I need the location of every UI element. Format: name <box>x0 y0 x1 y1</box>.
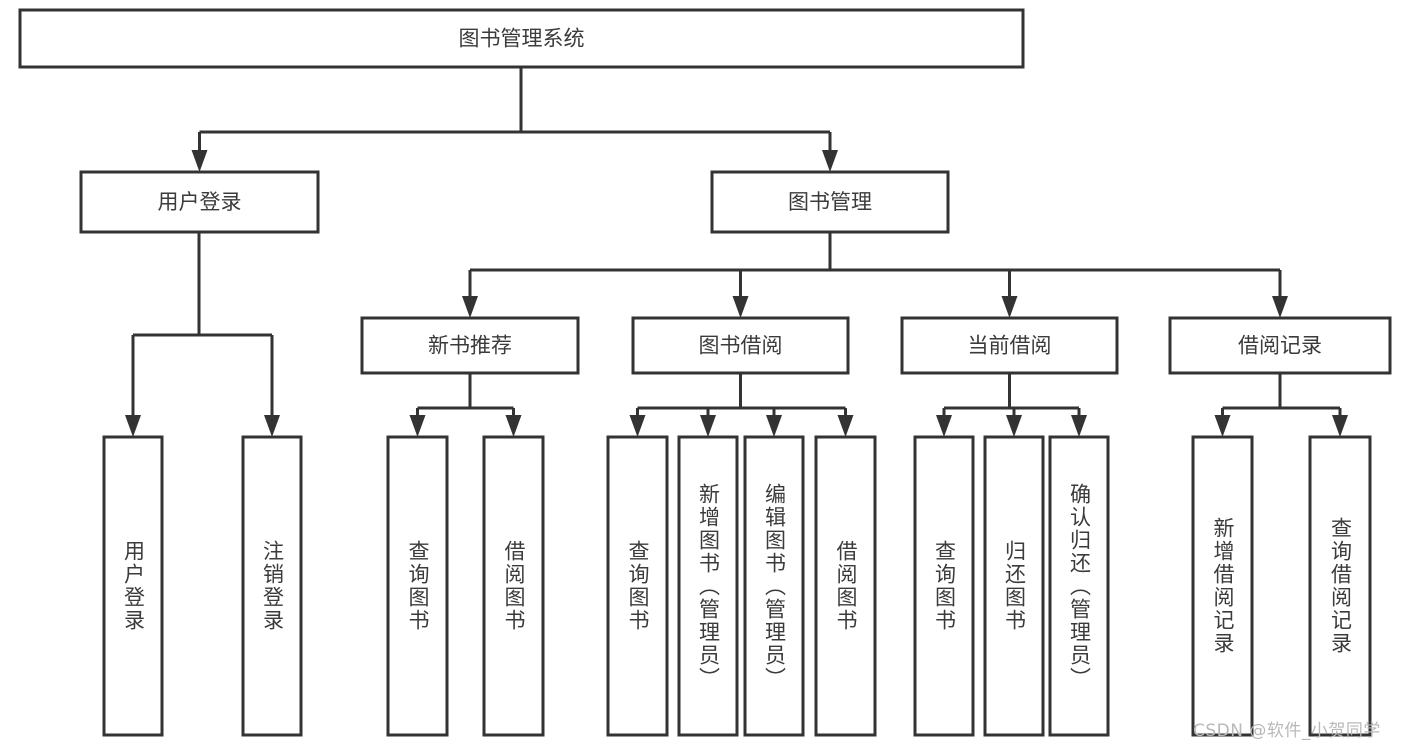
level2-label-当前借阅-2: 当前借阅 <box>968 334 1052 358</box>
arrow-down-icon-level2-1 <box>732 296 749 318</box>
leaf-box-新增图书管理员-5[interactable] <box>677 435 739 737</box>
arrow-down-icon-leaf-3 <box>505 415 522 437</box>
leaf-box-查询图书-8[interactable] <box>913 435 975 737</box>
arrow-down-icon-leaf-0 <box>125 415 141 437</box>
arrow-down-icon-leaf-4 <box>629 415 646 437</box>
leaf-box-借阅图书-7[interactable] <box>814 435 877 737</box>
leaf-box-编辑图书管理员-6[interactable] <box>743 435 805 737</box>
arrow-down-icon-leaf-1 <box>264 415 280 437</box>
leaf-box-借阅图书-3[interactable] <box>482 435 545 737</box>
leaf-box-归还图书-9[interactable] <box>983 435 1045 737</box>
level1-box-用户登录-0[interactable] <box>79 170 320 234</box>
level2-label-借阅记录-3: 借阅记录 <box>1238 334 1322 358</box>
arrow-down-icon-level2-2 <box>1001 296 1018 318</box>
level2-box-图书借阅-1[interactable] <box>631 316 850 375</box>
leaf-box-确认归还管理员-10[interactable] <box>1048 435 1110 737</box>
root-box-图书管理系统-0[interactable] <box>18 8 1025 69</box>
arrow-down-icon-leaf-7 <box>837 415 854 437</box>
level2-box-当前借阅-2[interactable] <box>900 316 1119 375</box>
leaf-box-查询图书-2[interactable] <box>386 435 449 737</box>
arrow-down-icon-level2-0 <box>462 296 478 318</box>
level1-box-图书管理-1[interactable] <box>710 170 950 234</box>
root-label-图书管理系统-0: 图书管理系统 <box>459 27 585 51</box>
leaf-box-用户登录-0[interactable] <box>102 435 164 737</box>
box-layer <box>18 8 1392 737</box>
arrow-down-icon-level1-1 <box>822 150 838 172</box>
arrow-down-icon-leaf-9 <box>1006 415 1022 437</box>
connector-layer <box>125 67 1348 437</box>
level1-label-用户登录-0: 用户登录 <box>158 190 242 214</box>
arrow-down-icon-leaf-5 <box>700 415 716 437</box>
level2-label-新书推荐-0: 新书推荐 <box>428 334 512 358</box>
arrow-down-icon-leaf-8 <box>936 415 952 437</box>
arrow-down-icon-level2-3 <box>1272 296 1288 318</box>
leaf-box-新增借阅记录-11[interactable] <box>1191 435 1254 737</box>
leaf-box-查询图书-4[interactable] <box>606 435 669 737</box>
level2-box-借阅记录-3[interactable] <box>1168 316 1392 375</box>
leaf-box-查询借阅记录-12[interactable] <box>1308 435 1372 737</box>
arrow-down-icon-leaf-2 <box>409 415 426 437</box>
level2-box-新书推荐-0[interactable] <box>360 316 580 375</box>
csdn-watermark: CSDN @软件_小贺同学 <box>1193 721 1381 741</box>
level1-label-图书管理-1: 图书管理 <box>788 190 872 214</box>
arrow-down-icon-level1-0 <box>191 150 208 172</box>
arrow-down-icon-leaf-12 <box>1332 415 1348 437</box>
leaf-box-注销登录-1[interactable] <box>241 435 303 737</box>
arrow-down-icon-leaf-10 <box>1071 415 1087 437</box>
arrow-down-icon-leaf-11 <box>1214 415 1231 437</box>
arrow-down-icon-leaf-6 <box>766 415 782 437</box>
level2-label-图书借阅-1: 图书借阅 <box>699 334 783 358</box>
